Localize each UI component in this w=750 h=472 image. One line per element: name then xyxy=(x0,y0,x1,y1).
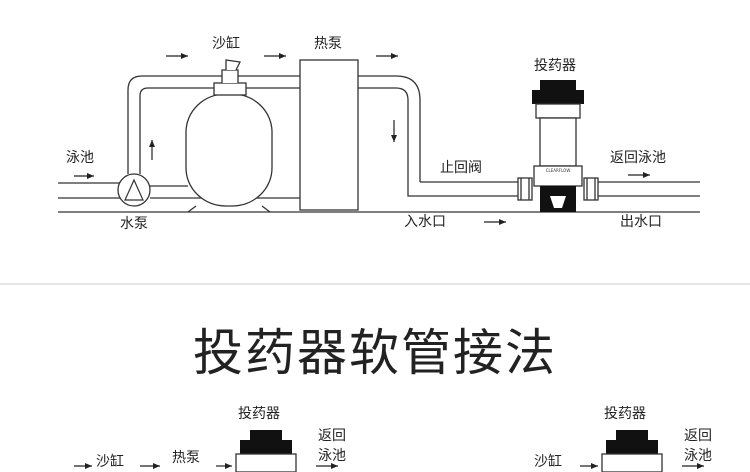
label-sand-filter: 沙缸 xyxy=(212,35,240,52)
pump-symbol xyxy=(117,173,151,207)
heat-to-feeder-pipe xyxy=(358,75,518,197)
ground-pipe xyxy=(58,185,700,213)
label-heat-pump: 热泵 xyxy=(314,36,342,52)
bl-label-return-1: 返回 xyxy=(318,428,346,444)
section-title: 投药器软管接法 xyxy=(193,324,557,382)
label-pump: 水泵 xyxy=(120,216,148,232)
br-label-feeder: 投药器 xyxy=(604,406,646,422)
flow-arrows xyxy=(74,53,650,225)
br-label-sand-filter: 沙缸 xyxy=(534,453,562,470)
label-pool-in: 泳池 xyxy=(66,150,94,166)
label-outlet: 出水口 xyxy=(620,214,662,230)
br-label-return-2: 泳池 xyxy=(684,448,712,464)
bl-label-return-2: 泳池 xyxy=(318,448,346,464)
label-check-valve: 止回阀 xyxy=(440,160,482,176)
bl-label-feeder: 投药器 xyxy=(238,406,280,422)
check-valve xyxy=(517,177,533,201)
heat-pump-box xyxy=(299,59,359,211)
pool-inlet-pipe xyxy=(58,182,120,199)
chemical-feeder: CLEARFLOW xyxy=(532,80,584,212)
label-return-pool: 返回泳池 xyxy=(610,150,666,166)
label-feeder: 投药器 xyxy=(534,58,576,74)
bl-label-heat-pump: 热泵 xyxy=(172,450,200,466)
br-label-return-1: 返回 xyxy=(684,428,712,444)
bottom-right-diagram: 沙缸 投药器 返回 泳池 xyxy=(534,406,712,472)
riser-pipe xyxy=(127,75,300,174)
top-diagram: CLEARFLOW 泳池 水泵 沙缸 热泵 投药器 止回阀 入水口 xyxy=(58,35,700,232)
label-inlet: 入水口 xyxy=(404,214,446,230)
outlet-pipe xyxy=(583,177,700,201)
sand-filter-tank xyxy=(185,59,273,213)
bottom-left-diagram: 沙缸 热泵 投药器 返回 泳池 xyxy=(74,406,346,472)
bl-label-sand-filter: 沙缸 xyxy=(96,453,124,470)
feeder-brand-label: CLEARFLOW xyxy=(546,168,571,173)
